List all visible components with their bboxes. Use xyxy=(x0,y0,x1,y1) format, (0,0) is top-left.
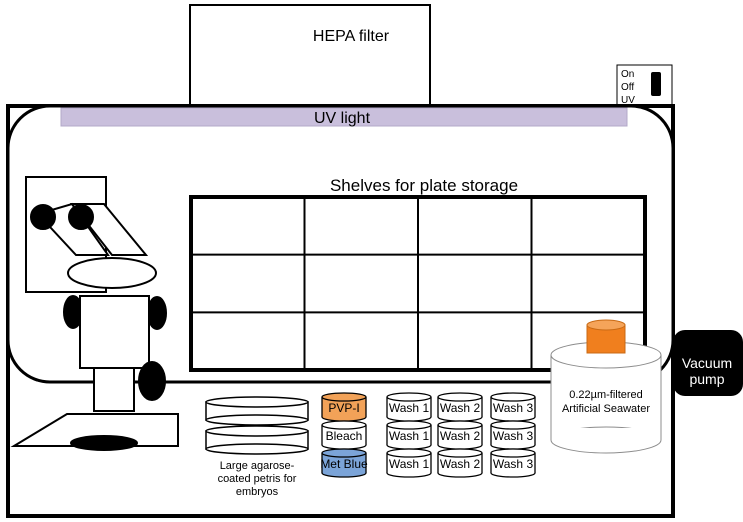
wash-dish: Wash 3 xyxy=(490,448,536,478)
petri-label-line2: coated petris for xyxy=(218,473,297,485)
microscope-stage-light xyxy=(70,435,138,451)
wash-dish: Wash 3 xyxy=(490,392,536,422)
bottle-label-line2: Artificial Seawater xyxy=(562,403,650,415)
wash-dish-label: Wash 1 xyxy=(389,429,430,443)
switch-label-on: On xyxy=(621,69,634,80)
vacuum-pump-label-line1: Vacuum xyxy=(682,355,732,371)
reagent-dish-label: Met Blue xyxy=(320,457,368,471)
wash-dish-label: Wash 2 xyxy=(440,429,481,443)
petri-dish xyxy=(205,425,309,455)
microscope-knob-right xyxy=(147,296,167,330)
stereo-microscope xyxy=(10,176,179,451)
large-petri-dishes: Large agarose- coated petris for embryos xyxy=(205,396,309,498)
reagent-dish-label: PVP-I xyxy=(328,401,359,415)
microscope-head xyxy=(67,257,157,289)
switch-label-off: Off xyxy=(621,82,634,93)
wash-dish-label: Wash 1 xyxy=(389,457,430,471)
microscope-ocular-right xyxy=(68,204,94,230)
microscope-ocular-left xyxy=(30,204,56,230)
wash-dishes: Wash 1 Wash 1 Wash 1 Wash 2 Wash 2 Wash 2 Wash… xyxy=(386,392,536,478)
wash-dish-label: Wash 1 xyxy=(389,401,430,415)
reagent-dish: PVP-I xyxy=(321,392,367,422)
petri-label-line3: embryos xyxy=(236,486,279,498)
reagent-dish: Met Blue xyxy=(320,448,368,478)
wash-dish: Wash 2 xyxy=(437,420,483,450)
reagent-dish: Bleach xyxy=(321,420,367,450)
switch-toggle[interactable] xyxy=(651,72,661,96)
uv-light: UV light xyxy=(60,107,628,127)
switch-label-uv: UV xyxy=(621,95,635,106)
vacuum-pump-label-line2: pump xyxy=(689,371,724,387)
wash-dish: Wash 1 xyxy=(386,420,432,450)
plate-shelves: Shelves for plate storage xyxy=(189,176,647,372)
wash-dish: Wash 1 xyxy=(386,448,432,478)
microscope-body xyxy=(79,295,150,369)
wash-dish-label: Wash 3 xyxy=(493,457,534,471)
hepa-filter: HEPA filter xyxy=(189,4,431,107)
wash-dish-label: Wash 2 xyxy=(440,457,481,471)
switch-panel: On Off UV xyxy=(616,64,673,108)
wash-dish-label: Wash 2 xyxy=(440,401,481,415)
petri-label-line1: Large agarose- xyxy=(220,460,295,472)
seawater-bottle: 0.22µm-filtered Artificial Seawater xyxy=(550,319,662,454)
bottle-label-line1: 0.22µm-filtered xyxy=(569,389,643,401)
petri-dish xyxy=(205,396,309,426)
wash-dish: Wash 2 xyxy=(437,392,483,422)
microscope-focus-knob xyxy=(138,361,166,401)
wash-dish: Wash 2 xyxy=(437,448,483,478)
hepa-filter-label: HEPA filter xyxy=(313,28,390,45)
uv-light-label: UV light xyxy=(314,110,371,127)
vacuum-pump: Vacuum pump xyxy=(673,330,743,396)
wash-dish-label: Wash 3 xyxy=(493,429,534,443)
wash-dish-label: Wash 3 xyxy=(493,401,534,415)
shelves-title: Shelves for plate storage xyxy=(330,176,518,195)
wash-dish: Wash 1 xyxy=(386,392,432,422)
microscope-arm xyxy=(93,367,135,412)
reagent-dish-label: Bleach xyxy=(326,429,363,443)
wash-dish: Wash 3 xyxy=(490,420,536,450)
